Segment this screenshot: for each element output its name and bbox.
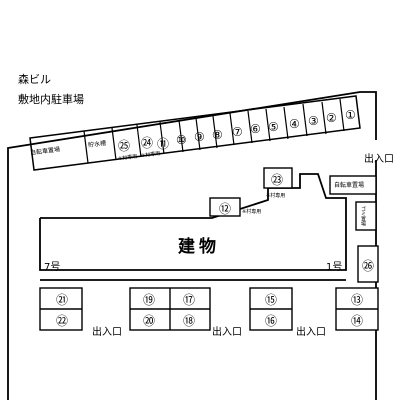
space-22: ㉒ (56, 314, 69, 328)
space-11: ⑪ (157, 137, 170, 151)
space-17: ⑰ (183, 293, 196, 307)
entrance-label-bottom-3: 出入口 (296, 327, 326, 338)
space-15: ⑮ (265, 293, 278, 307)
building-name: 森ビル (18, 73, 51, 86)
space-4: ④ (289, 117, 300, 131)
space-25: ㉕ (118, 139, 131, 153)
space-14: ⑭ (351, 314, 364, 328)
side-label-1: 1号 (326, 262, 343, 273)
space-19: ⑲ (143, 293, 156, 307)
side-label-7: 7号 (44, 262, 61, 273)
entrance-label-bottom-1: 出入口 (92, 327, 122, 338)
space-20: ⑳ (143, 314, 156, 328)
bicycle-area-right (329, 175, 377, 195)
space-2: ② (326, 111, 337, 125)
space-5: ⑤ (268, 120, 279, 134)
building-outline (39, 173, 347, 271)
boundary-line (7, 91, 377, 400)
top-parking-band (29, 95, 361, 171)
space-8: ⑧ (212, 128, 223, 142)
reserved-note-12: ※村専用 (242, 209, 262, 215)
space-21: ㉑ (56, 293, 69, 307)
space-10: ⑩ (176, 133, 187, 147)
entrance-label-top: 出入口 (364, 154, 394, 165)
space-18: ⑱ (183, 314, 196, 328)
entrance-label-bottom-2: 出入口 (212, 327, 242, 338)
space-6: ⑥ (250, 122, 261, 136)
building-label: 建物 (178, 237, 220, 257)
space-12-box (209, 197, 241, 217)
space-24: ㉔ (141, 136, 154, 150)
space-26: ㉖ (362, 259, 375, 273)
space-12: ⑫ (219, 202, 232, 216)
reserved-note-23: ※村専用 (266, 193, 286, 199)
space-23-box (263, 167, 293, 189)
space-26-box (357, 245, 379, 283)
space-7: ⑦ (232, 125, 243, 139)
parking-lot-title: 敷地内駐車場 (18, 93, 84, 106)
garbage-label: ゴミ置場 (360, 206, 366, 226)
space-1: ① (345, 108, 356, 122)
space-23: ㉓ (271, 173, 284, 187)
space-9: ⑨ (194, 130, 205, 144)
garbage-area (355, 201, 377, 231)
space-16: ⑯ (265, 314, 278, 328)
space-3: ③ (308, 114, 319, 128)
space-13: ⑬ (351, 293, 364, 307)
bicycle-parking-right-label: 自転車置場 (334, 182, 365, 189)
